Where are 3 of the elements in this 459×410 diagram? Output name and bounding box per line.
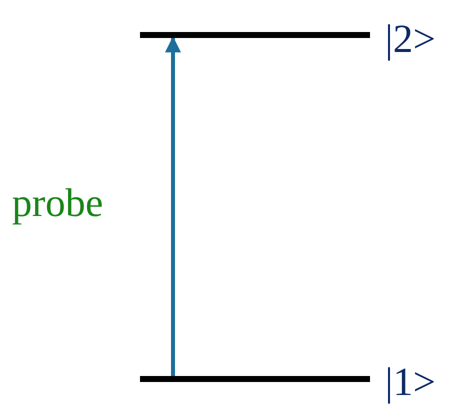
state-label: |2> xyxy=(385,19,436,59)
arrow xyxy=(165,36,181,376)
state-label: |1> xyxy=(385,362,436,402)
